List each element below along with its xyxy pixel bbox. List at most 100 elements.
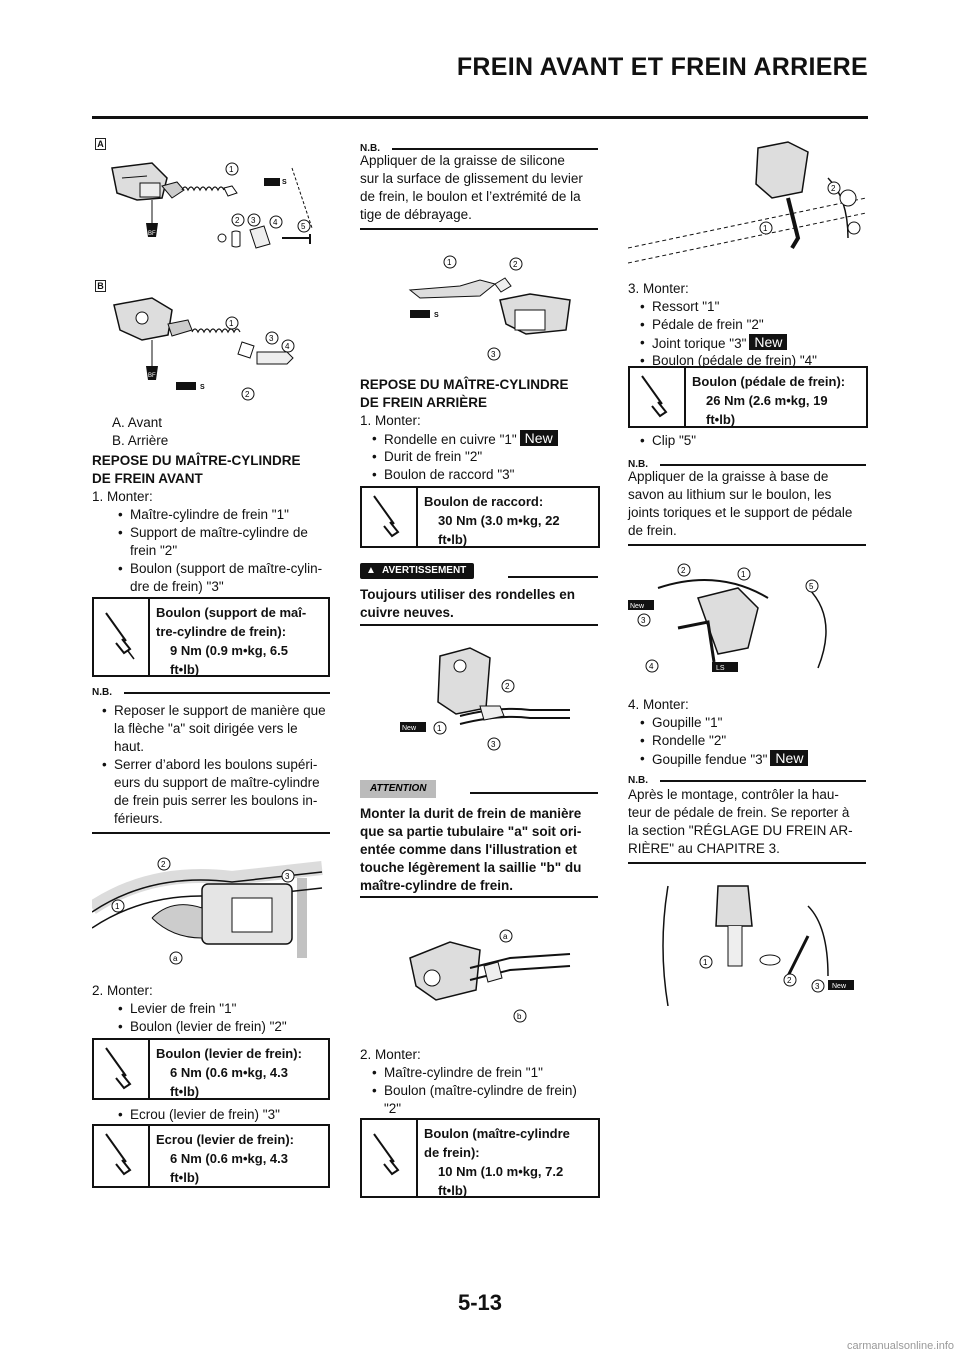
step-3-rear: 3. Monter: [628,281,689,296]
callout-3: 3 [815,982,820,991]
nb-end-rule [360,228,598,230]
attention-rule [470,792,598,794]
spec-line: ft•lb) [438,532,468,547]
callout-2: 2 [831,184,836,193]
nb-item-cont: haut. [114,739,145,754]
list-item: Joint torique "3"New [640,334,788,353]
nb-text: savon au lithium sur le boulon, les [628,487,832,502]
attention-text: Monter la durit de frein de manière [360,806,582,821]
nb-rule [392,148,598,150]
grease-ls-label: LS [716,665,725,672]
callout-4-b: 4 [285,342,290,351]
spec-line: ft•lb) [438,1183,468,1198]
callout-3: 3 [491,740,496,749]
list-item-cont: "2" [384,1101,402,1116]
legend-b: B. Arrière [112,433,169,448]
nb-label: N.B. [92,687,112,698]
callout-1: 1 [437,724,442,733]
list-item: Goupille "1" [640,714,722,732]
diagram-hose: New 1 2 3 [400,647,570,751]
nb-end-rule [628,544,866,546]
figure-hose-orientation: a b [400,918,580,1028]
torque-spec-front-support: Boulon (support de maî- tre-cylindre de … [92,597,330,677]
nb-text: Appliquer de la graisse à base de [628,469,829,484]
spec-line: Boulon (maître-cylindre [424,1126,570,1141]
callout-3: 3 [641,616,646,625]
step-4-rear: 4. Monter: [628,697,689,712]
spec-line: ft•lb) [170,1170,200,1185]
step-1-rear: 1. Monter: [360,413,421,428]
attention-end-rule [360,896,598,898]
spec-line: ft•lb) [170,662,200,677]
list-item: Clip "5" [640,432,696,450]
figure-front-master-cylinder-exploded: A BF S 1 2 3 4 5 [92,138,332,278]
legend-a: A. Avant [112,415,163,430]
watermark: carmanualsonline.info [846,1340,954,1352]
nb-text: de frein, le boulon et l’extrémité de la [360,189,581,204]
warning-rule [508,576,598,578]
callout-2: 2 [235,216,240,225]
callout-3-b: 3 [269,334,274,343]
list-item: Rondelle "2" [640,732,726,750]
heading-front-line2: DE FREIN AVANT [92,471,203,486]
callout-5: 5 [809,582,814,591]
wrench-icon [362,488,418,546]
spec-line: Boulon (pédale de frein): [692,374,846,389]
new-tag: New [832,983,847,990]
warning-badge: ▲ AVERTISSEMENT [360,563,475,579]
callout-2: 2 [681,566,686,575]
spec-line: ft•lb) [706,412,736,427]
wrench-icon [94,1126,150,1186]
figure-rear-cylinder-installed: 2 1 [628,138,866,268]
wrench-icon [362,1120,418,1196]
grease-bf-label: BF [148,231,156,237]
nb-text: tige de débrayage. [360,207,472,222]
spec-line: Boulon (levier de frein): [156,1046,302,1061]
figure-letter-b: B [95,280,106,292]
nb-item: Reposer le support de manière que [102,702,326,720]
figure-rear-brake-hose: New 1 2 3 [400,636,580,756]
torque-spec-union-bolt: Boulon de raccord: 30 Nm (3.0 m•kg, 22 f… [360,486,600,548]
photo-front-lever: 2 1 3 a [92,848,330,968]
nb-rule [660,464,866,466]
nb-text: la section "RÉGLAGE DU FREIN AR- [628,823,853,838]
spec-line: Boulon (support de maî- [156,605,307,620]
callout-1: 1 [741,570,746,579]
torque-spec-lever-bolt: Boulon (levier de frein): 6 Nm (0.6 m•kg… [92,1038,330,1100]
nb-text: Après le montage, contrôler la hau- [628,787,839,802]
nb-rule [124,692,330,694]
list-item: Durit de frein "2" [372,448,482,466]
figure-rear-master-cylinder-exploded: B BF S 1 3 4 2 [92,280,332,405]
callout-a: a [173,954,178,963]
header-rule [92,116,868,119]
list-item: Boulon (pédale de frein) "4" [640,352,817,370]
spec-line: 6 Nm (0.6 m•kg, 4.3 [170,1151,288,1166]
nb-text: sur la surface de glissement du levier [360,171,583,186]
spec-line: tre-cylindre de frein): [156,624,287,639]
nb-item: Serrer d’abord les boulons supéri- [102,756,317,774]
nb-label: N.B. [628,459,648,470]
callout-1: 1 [229,165,234,174]
torque-spec-rear-master-cylinder: Boulon (maître-cylindre de frein): 10 Nm… [360,1118,600,1198]
wrench-icon [94,599,150,675]
heading-rear-line1: REPOSE DU MAÎTRE-CYLINDRE [360,377,569,392]
spec-line: 26 Nm (2.6 m•kg, 19 [706,393,828,408]
exploded-diagram-front: BF S 1 2 3 4 5 [111,162,313,249]
spec-line: de frein): [424,1145,480,1160]
callout-1: 1 [703,958,708,967]
diagram-lever: S 1 2 3 [408,255,571,361]
wrench-icon [94,1040,150,1098]
heading-front-line1: REPOSE DU MAÎTRE-CYLINDRE [92,453,301,468]
spec-line: 10 Nm (1.0 m•kg, 7.2 [438,1164,564,1179]
list-item-cont: frein "2" [130,543,178,558]
nb-label: N.B. [360,143,380,154]
spec-line: ft•lb) [170,1084,200,1099]
callout-2: 2 [787,976,792,985]
callout-3: 3 [251,216,256,225]
diagram-pin: 1 2 3 New [662,885,854,1006]
figure-clutch-lever-exploded: S 1 2 3 [400,250,580,365]
list-item: Maître-cylindre de frein "1" [372,1064,543,1082]
new-tag: New [402,725,417,732]
list-item: Boulon (maître-cylindre de frein) [372,1082,577,1100]
callout-a: a [503,932,508,941]
